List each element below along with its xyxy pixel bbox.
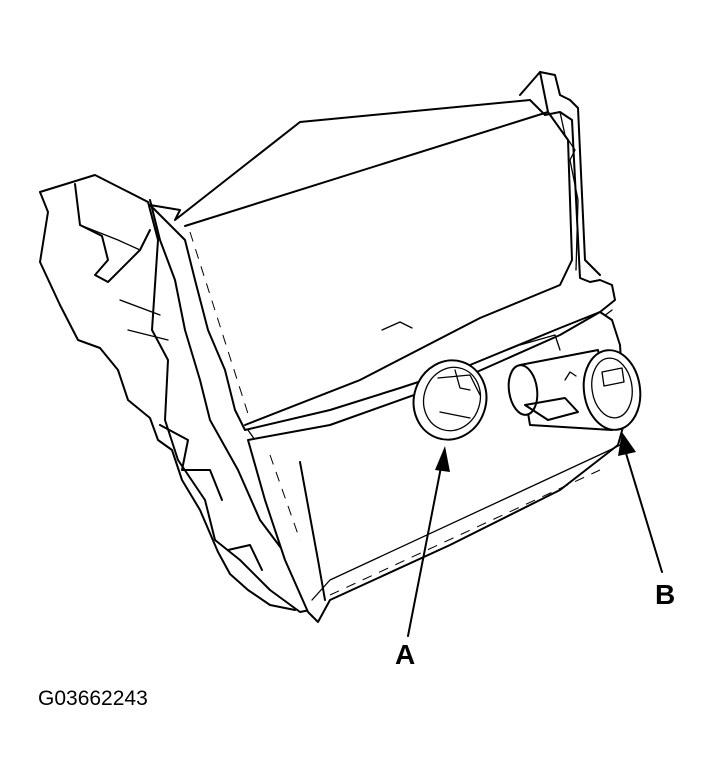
callout-letter-a: A — [395, 639, 415, 670]
side-bracket — [39, 174, 323, 613]
socket-ring — [412, 359, 488, 441]
leader-arrow-b — [618, 432, 663, 573]
leader-arrow-a — [407, 446, 450, 637]
figure-code: G03662243 — [38, 687, 148, 710]
callout-letter-b: B — [655, 579, 675, 610]
lighter-socket — [507, 349, 642, 431]
